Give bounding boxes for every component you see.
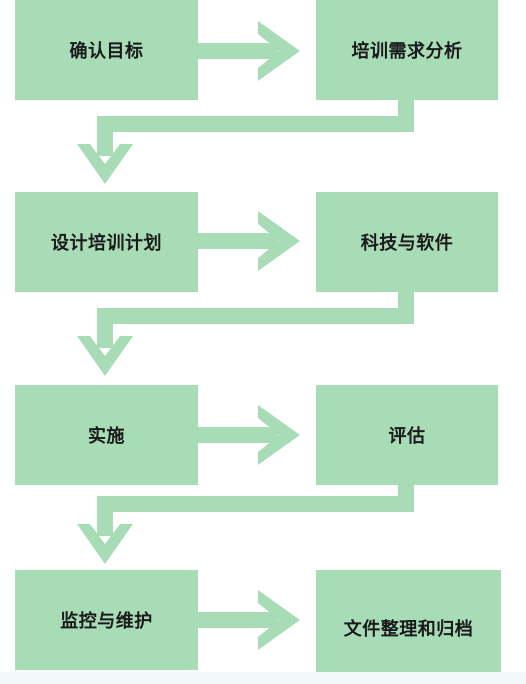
arrow-connector-2	[77, 292, 414, 376]
step-box-needs-analysis: 培训需求分析	[316, 0, 498, 100]
step-box-monitor-maintain: 监控与维护	[15, 570, 198, 670]
arrow-right-3	[198, 405, 300, 465]
step-box-document-archive: 文件整理和归档	[316, 570, 501, 680]
step-label: 监控与维护	[60, 611, 153, 632]
step-box-evaluate: 评估	[316, 385, 498, 485]
step-label: 设计培训计划	[51, 233, 162, 254]
bottom-strip	[0, 672, 526, 684]
arrow-right-1	[198, 21, 300, 81]
arrow-connector-3	[77, 485, 414, 564]
step-label: 确认目标	[69, 41, 144, 62]
arrow-right-4	[198, 590, 300, 650]
step-label: 文件整理和归档	[343, 619, 474, 640]
step-label: 评估	[388, 426, 426, 447]
step-label: 实施	[88, 426, 125, 447]
arrow-connector-1	[77, 100, 414, 184]
step-box-design-plan: 设计培训计划	[15, 192, 198, 292]
step-label: 科技与软件	[360, 233, 454, 254]
arrow-right-2	[198, 211, 300, 271]
step-box-confirm-goal: 确认目标	[15, 0, 198, 100]
step-label: 培训需求分析	[351, 41, 463, 62]
step-box-implement: 实施	[15, 385, 198, 485]
step-box-tech-software: 科技与软件	[316, 192, 498, 292]
